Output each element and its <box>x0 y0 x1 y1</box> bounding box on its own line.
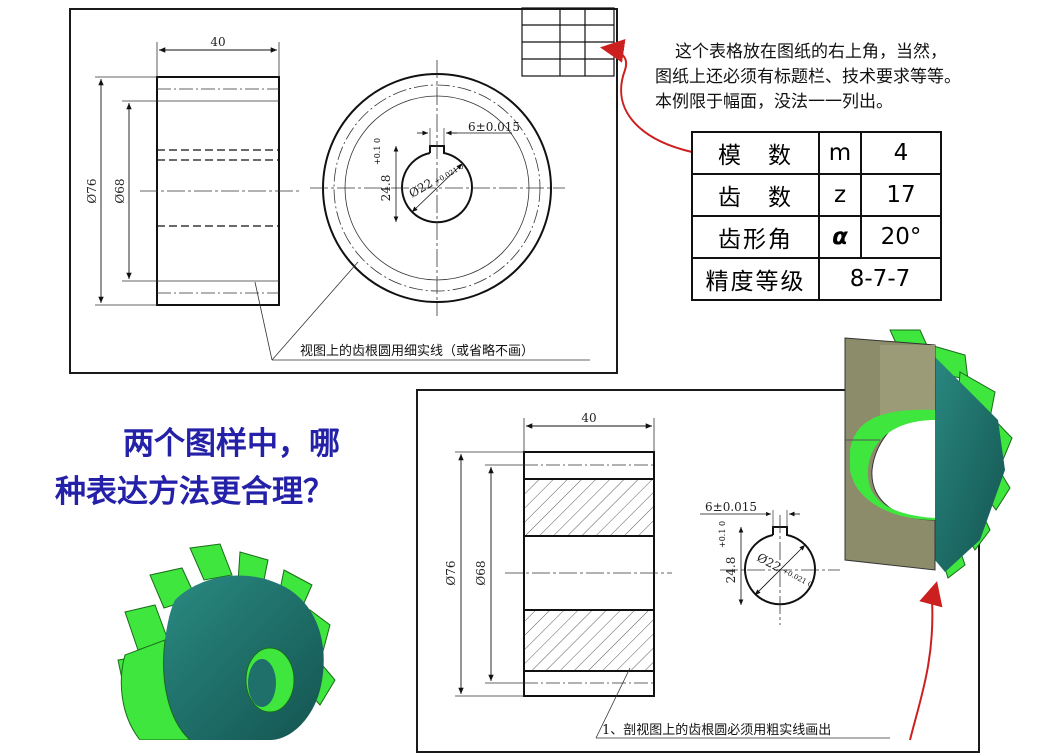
bottom-keyway-dim: 6±0.015 <box>705 500 757 514</box>
param-symbol: m <box>818 131 862 175</box>
red-arrow-to-gear <box>909 581 943 740</box>
gear-parameter-table: 模 数 m 4 齿 数 z 17 齿形角 α 20° 精度等级 8-7-7 <box>691 131 942 301</box>
question-text: 两个图样中，哪 种表达方法更合理？ <box>55 420 340 516</box>
corner-grid-table <box>521 7 615 77</box>
table-placement-note: 这个表格放在图纸的右上角，当然， 图纸上还必须有标题栏、技术要求等等。 本例限于… <box>655 40 1035 115</box>
param-value: 17 <box>860 173 942 217</box>
param-row: 精度等级 8-7-7 <box>691 257 942 301</box>
note-line-2: 图纸上还必须有标题栏、技术要求等等。 <box>655 67 961 87</box>
param-name: 齿 数 <box>691 173 820 217</box>
param-symbol: z <box>818 173 862 217</box>
param-name: 精度等级 <box>691 257 820 301</box>
top-bore-dim: Ø22 <box>407 176 436 201</box>
bottom-leader-note: 1、剖视图上的齿根圆必须用粗实线画出 <box>602 722 831 738</box>
top-bore-tol: +0.021 0 <box>433 163 465 186</box>
param-row: 齿 数 z 17 <box>691 173 942 217</box>
top-leader: 视图上的齿根圆用细实线（或省略不画） <box>254 261 590 361</box>
top-root-dia-dim: Ø68 <box>113 178 127 203</box>
top-side-view: 40 Ø76 Ø68 <box>85 7 615 306</box>
note-line-3: 本例限于幅面，没法一一列出。 <box>655 92 893 112</box>
top-outer-dia-dim: Ø76 <box>85 178 99 203</box>
question-line-2: 种表达方法更合理？ <box>55 474 334 510</box>
bottom-drawing-frame <box>416 389 980 753</box>
param-name: 模 数 <box>691 131 820 175</box>
param-row: 模 数 m 4 <box>691 131 942 175</box>
top-leader-note: 视图上的齿根圆用细实线（或省略不画） <box>300 343 534 359</box>
note-line-1: 这个表格放在图纸的右上角，当然， <box>675 42 947 62</box>
question-line-1: 两个图样中，哪 <box>123 426 340 462</box>
top-keyheight-tol: +0.1 0 <box>373 138 382 165</box>
bottom-leader: 1、剖视图上的齿根圆必须用粗实线画出 <box>595 667 890 739</box>
param-row: 齿形角 α 20° <box>691 215 942 259</box>
bottom-keyheight-tol: +0.1 0 <box>718 521 727 548</box>
top-keyway-dim: 6±0.015 <box>468 120 520 134</box>
bottom-outer-dia-dim: Ø76 <box>444 560 458 585</box>
bottom-bore-view: 6±0.015 24.8 +0.1 0 Ø22 +0.021 0 <box>700 500 840 625</box>
param-value: 20° <box>860 215 942 259</box>
top-width-dim: 40 <box>210 35 225 49</box>
bottom-root-dia-dim: Ø68 <box>474 560 488 585</box>
gear-solid-illustration <box>117 543 336 740</box>
param-name: 齿形角 <box>691 215 820 259</box>
param-value: 4 <box>860 131 942 175</box>
top-keyheight-dim: 24.8 <box>379 175 393 202</box>
bottom-width-dim: 40 <box>581 411 596 425</box>
bottom-keyheight-dim: 24.8 <box>724 557 738 584</box>
bottom-section-view: 40 Ø76 Ø68 <box>444 411 672 697</box>
param-value: 8-7-7 <box>818 257 942 301</box>
top-front-view: 6±0.015 24.8 +0.1 0 Ø22 +0.021 0 <box>310 60 565 316</box>
top-drawing-frame <box>69 8 618 374</box>
gear-cutaway-illustration <box>844 329 1013 579</box>
param-symbol: α <box>818 215 862 259</box>
red-arrow-to-table <box>600 38 693 153</box>
